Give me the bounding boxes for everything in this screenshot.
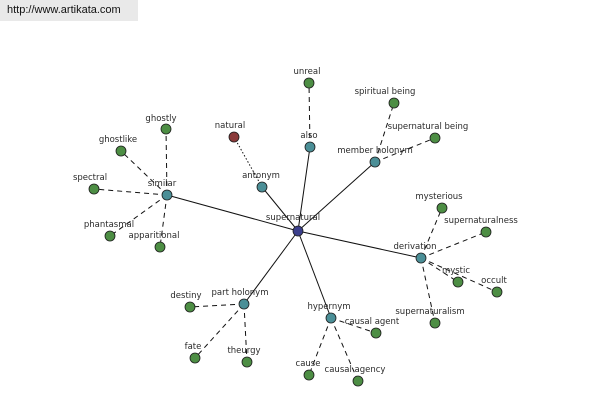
label-antonym[interactable]: antonym (242, 171, 280, 181)
edge-part-holonym (243, 230, 299, 305)
label-similar[interactable]: similar (148, 179, 177, 189)
node-member-holonym[interactable] (369, 156, 381, 168)
graph-edges (93, 82, 498, 382)
edge-antonym (261, 186, 299, 232)
node-cause[interactable] (303, 369, 315, 381)
label-mysterious[interactable]: mysterious (415, 192, 463, 202)
label-supernatural-being[interactable]: supernatural being (388, 122, 469, 132)
edge-similar-spectral (93, 188, 168, 196)
edge-derivation-mysterious (420, 207, 443, 259)
edge-part-holonym-fate (194, 303, 245, 359)
node-hypernym[interactable] (325, 312, 337, 324)
label-natural[interactable]: natural (215, 121, 245, 131)
edge-hypernym-cause (308, 317, 332, 376)
edge-antonym-natural (233, 136, 263, 188)
edge-similar-ghostlike (120, 150, 168, 196)
edge-member-holonym-supernatural-being (374, 137, 436, 163)
node-supernatural-being[interactable] (429, 132, 441, 144)
label-phantasmal[interactable]: phantasmal (84, 220, 134, 230)
node-ghostly[interactable] (160, 123, 172, 135)
label-spectral[interactable]: spectral (73, 173, 107, 183)
label-occult[interactable]: occult (481, 276, 507, 286)
edge-also (297, 146, 311, 232)
graph-nodes (88, 77, 503, 387)
label-supernatural[interactable]: supernatural (266, 213, 320, 223)
label-ghostly[interactable]: ghostly (145, 114, 176, 124)
label-ghostlike[interactable]: ghostlike (99, 135, 137, 145)
node-mystic[interactable] (452, 276, 464, 288)
edge-also-unreal (308, 82, 311, 148)
edge-similar-phantasmal (109, 194, 168, 237)
node-fate[interactable] (189, 352, 201, 364)
node-occult[interactable] (491, 286, 503, 298)
node-ghostlike[interactable] (115, 145, 127, 157)
node-antonym[interactable] (256, 181, 268, 193)
node-causal-agent[interactable] (370, 327, 382, 339)
graph-labels: ghostly ghostlike spectral phantasmalappari… (73, 67, 518, 375)
edge-derivation-occult (420, 257, 498, 293)
node-causal-agency[interactable] (352, 375, 364, 387)
node-phantasmal[interactable] (104, 230, 116, 242)
label-supernaturalness[interactable]: supernaturalness (444, 216, 518, 226)
edge-derivation-mystic (420, 257, 459, 283)
node-spectral[interactable] (88, 183, 100, 195)
edge-derivation-supernaturalness (420, 231, 487, 259)
node-natural[interactable] (228, 131, 240, 143)
node-unreal[interactable] (303, 77, 315, 89)
edge-derivation (297, 230, 422, 259)
label-member-holonym[interactable]: member holonym (337, 146, 412, 156)
node-destiny[interactable] (184, 301, 196, 313)
node-supernaturalism[interactable] (429, 317, 441, 329)
edge-similar-ghostly (165, 128, 168, 196)
label-also[interactable]: also (300, 131, 317, 141)
source-url[interactable]: http://www.artikata.com (0, 0, 138, 21)
label-theurgy[interactable]: theurgy (227, 346, 260, 356)
node-also[interactable] (304, 141, 316, 153)
label-supernaturalism[interactable]: supernaturalism (395, 307, 464, 317)
edge-member-holonym (297, 161, 376, 232)
label-part-holonym[interactable]: part holonym (212, 288, 269, 298)
edge-part-holonym-destiny (189, 303, 245, 308)
label-derivation[interactable]: derivation (393, 242, 436, 252)
edge-similar (166, 194, 299, 232)
node-similar[interactable] (161, 189, 173, 201)
label-cause[interactable]: cause (296, 359, 321, 369)
label-hypernym[interactable]: hypernym (307, 302, 350, 312)
edge-part-holonym-theurgy (243, 303, 248, 363)
node-theurgy[interactable] (241, 356, 253, 368)
node-spiritual-being[interactable] (388, 97, 400, 109)
label-mystic[interactable]: mystic (442, 266, 470, 276)
node-part-holonym[interactable] (238, 298, 250, 310)
label-apparitional[interactable]: apparitional (129, 231, 180, 241)
node-supernatural[interactable] (292, 225, 304, 237)
label-destiny[interactable]: destiny (170, 291, 201, 301)
node-apparitional[interactable] (154, 241, 166, 253)
node-derivation[interactable] (415, 252, 427, 264)
label-spiritual-being[interactable]: spiritual being (355, 87, 416, 97)
label-causal-agency[interactable]: causal agency (325, 365, 386, 375)
edge-hypernym (297, 230, 332, 319)
node-supernaturalness[interactable] (480, 226, 492, 238)
edge-hypernym-causal-agency (330, 317, 359, 382)
edge-member-holonym-spiritual-being (374, 102, 395, 163)
label-unreal[interactable]: unreal (294, 67, 321, 77)
edge-derivation-supernaturalism (420, 257, 436, 324)
edge-hypernym-causal-agent (330, 317, 377, 334)
node-mysterious[interactable] (436, 202, 448, 214)
label-causal-agent[interactable]: causal agent (345, 317, 400, 327)
label-fate[interactable]: fate (185, 342, 202, 352)
